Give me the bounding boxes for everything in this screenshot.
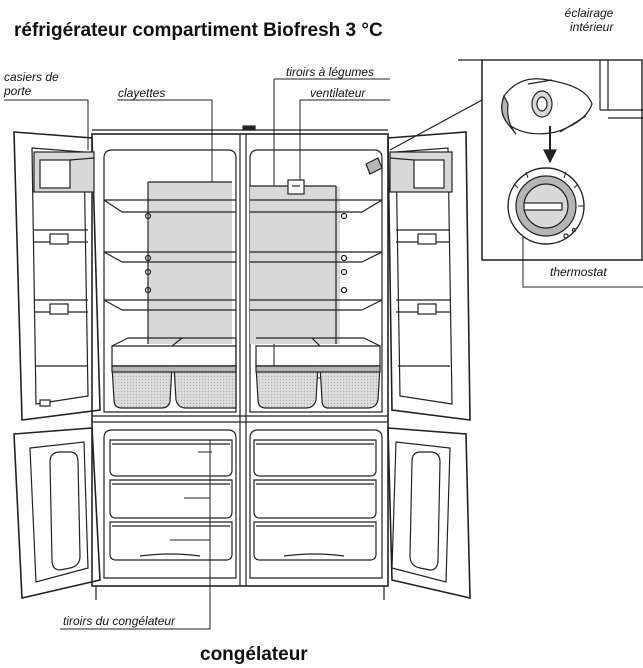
- freezer-drawer-left-1: [109, 439, 233, 477]
- freezer-drawer-right-1: [253, 439, 377, 477]
- veg-drawer-left-1: [111, 365, 173, 409]
- cabinet: [91, 125, 389, 600]
- fridge-title: réfrigérateur compartiment Biofresh 3 °C: [14, 20, 383, 41]
- label-interior-light-line1: éclairage: [564, 6, 614, 20]
- veg-drawer-right-2: [319, 365, 381, 409]
- label-shelves: clayettes: [118, 86, 166, 100]
- label-freezer-drawers: tiroirs du congélateur: [63, 614, 176, 628]
- freezer-compartment-right: [249, 429, 383, 579]
- label-door-bins-line1: casiers de: [4, 70, 59, 84]
- thermostat-dial-icon: [507, 167, 585, 245]
- freezer-drawer-right-3: [253, 521, 377, 561]
- label-fan: ventilateur: [310, 86, 366, 100]
- leader-lines: [4, 78, 643, 630]
- door-freezer-right: [387, 427, 471, 600]
- freezer-drawer-right-2: [253, 479, 377, 519]
- fridge-compartment-left: [103, 149, 237, 413]
- veg-drawer-right-1: [255, 365, 319, 409]
- freezer-title: congélateur: [200, 644, 308, 665]
- veg-drawer-left-2: [173, 365, 237, 409]
- detail-inset: [389, 59, 643, 261]
- door-fridge-right: [387, 131, 471, 421]
- freezer-drawer-left-3: [109, 521, 233, 561]
- label-door-bins: casiers de porte: [4, 70, 59, 98]
- label-interior-light-line2: intérieur: [570, 20, 614, 34]
- interior-light-small: [365, 157, 383, 175]
- door-freezer-left: [13, 427, 101, 599]
- label-vegetable-drawers: tiroirs à légumes: [286, 65, 375, 79]
- label-interior-light: éclairage intérieur: [564, 6, 614, 34]
- freezer-compartment-left: [103, 429, 237, 579]
- fan-icon: [287, 179, 305, 195]
- label-door-bins-line2: porte: [4, 84, 32, 98]
- fridge-compartment-right: [249, 149, 383, 413]
- door-fridge-left: [13, 131, 101, 421]
- label-thermostat: thermostat: [550, 265, 607, 279]
- freezer-drawer-left-2: [109, 479, 233, 519]
